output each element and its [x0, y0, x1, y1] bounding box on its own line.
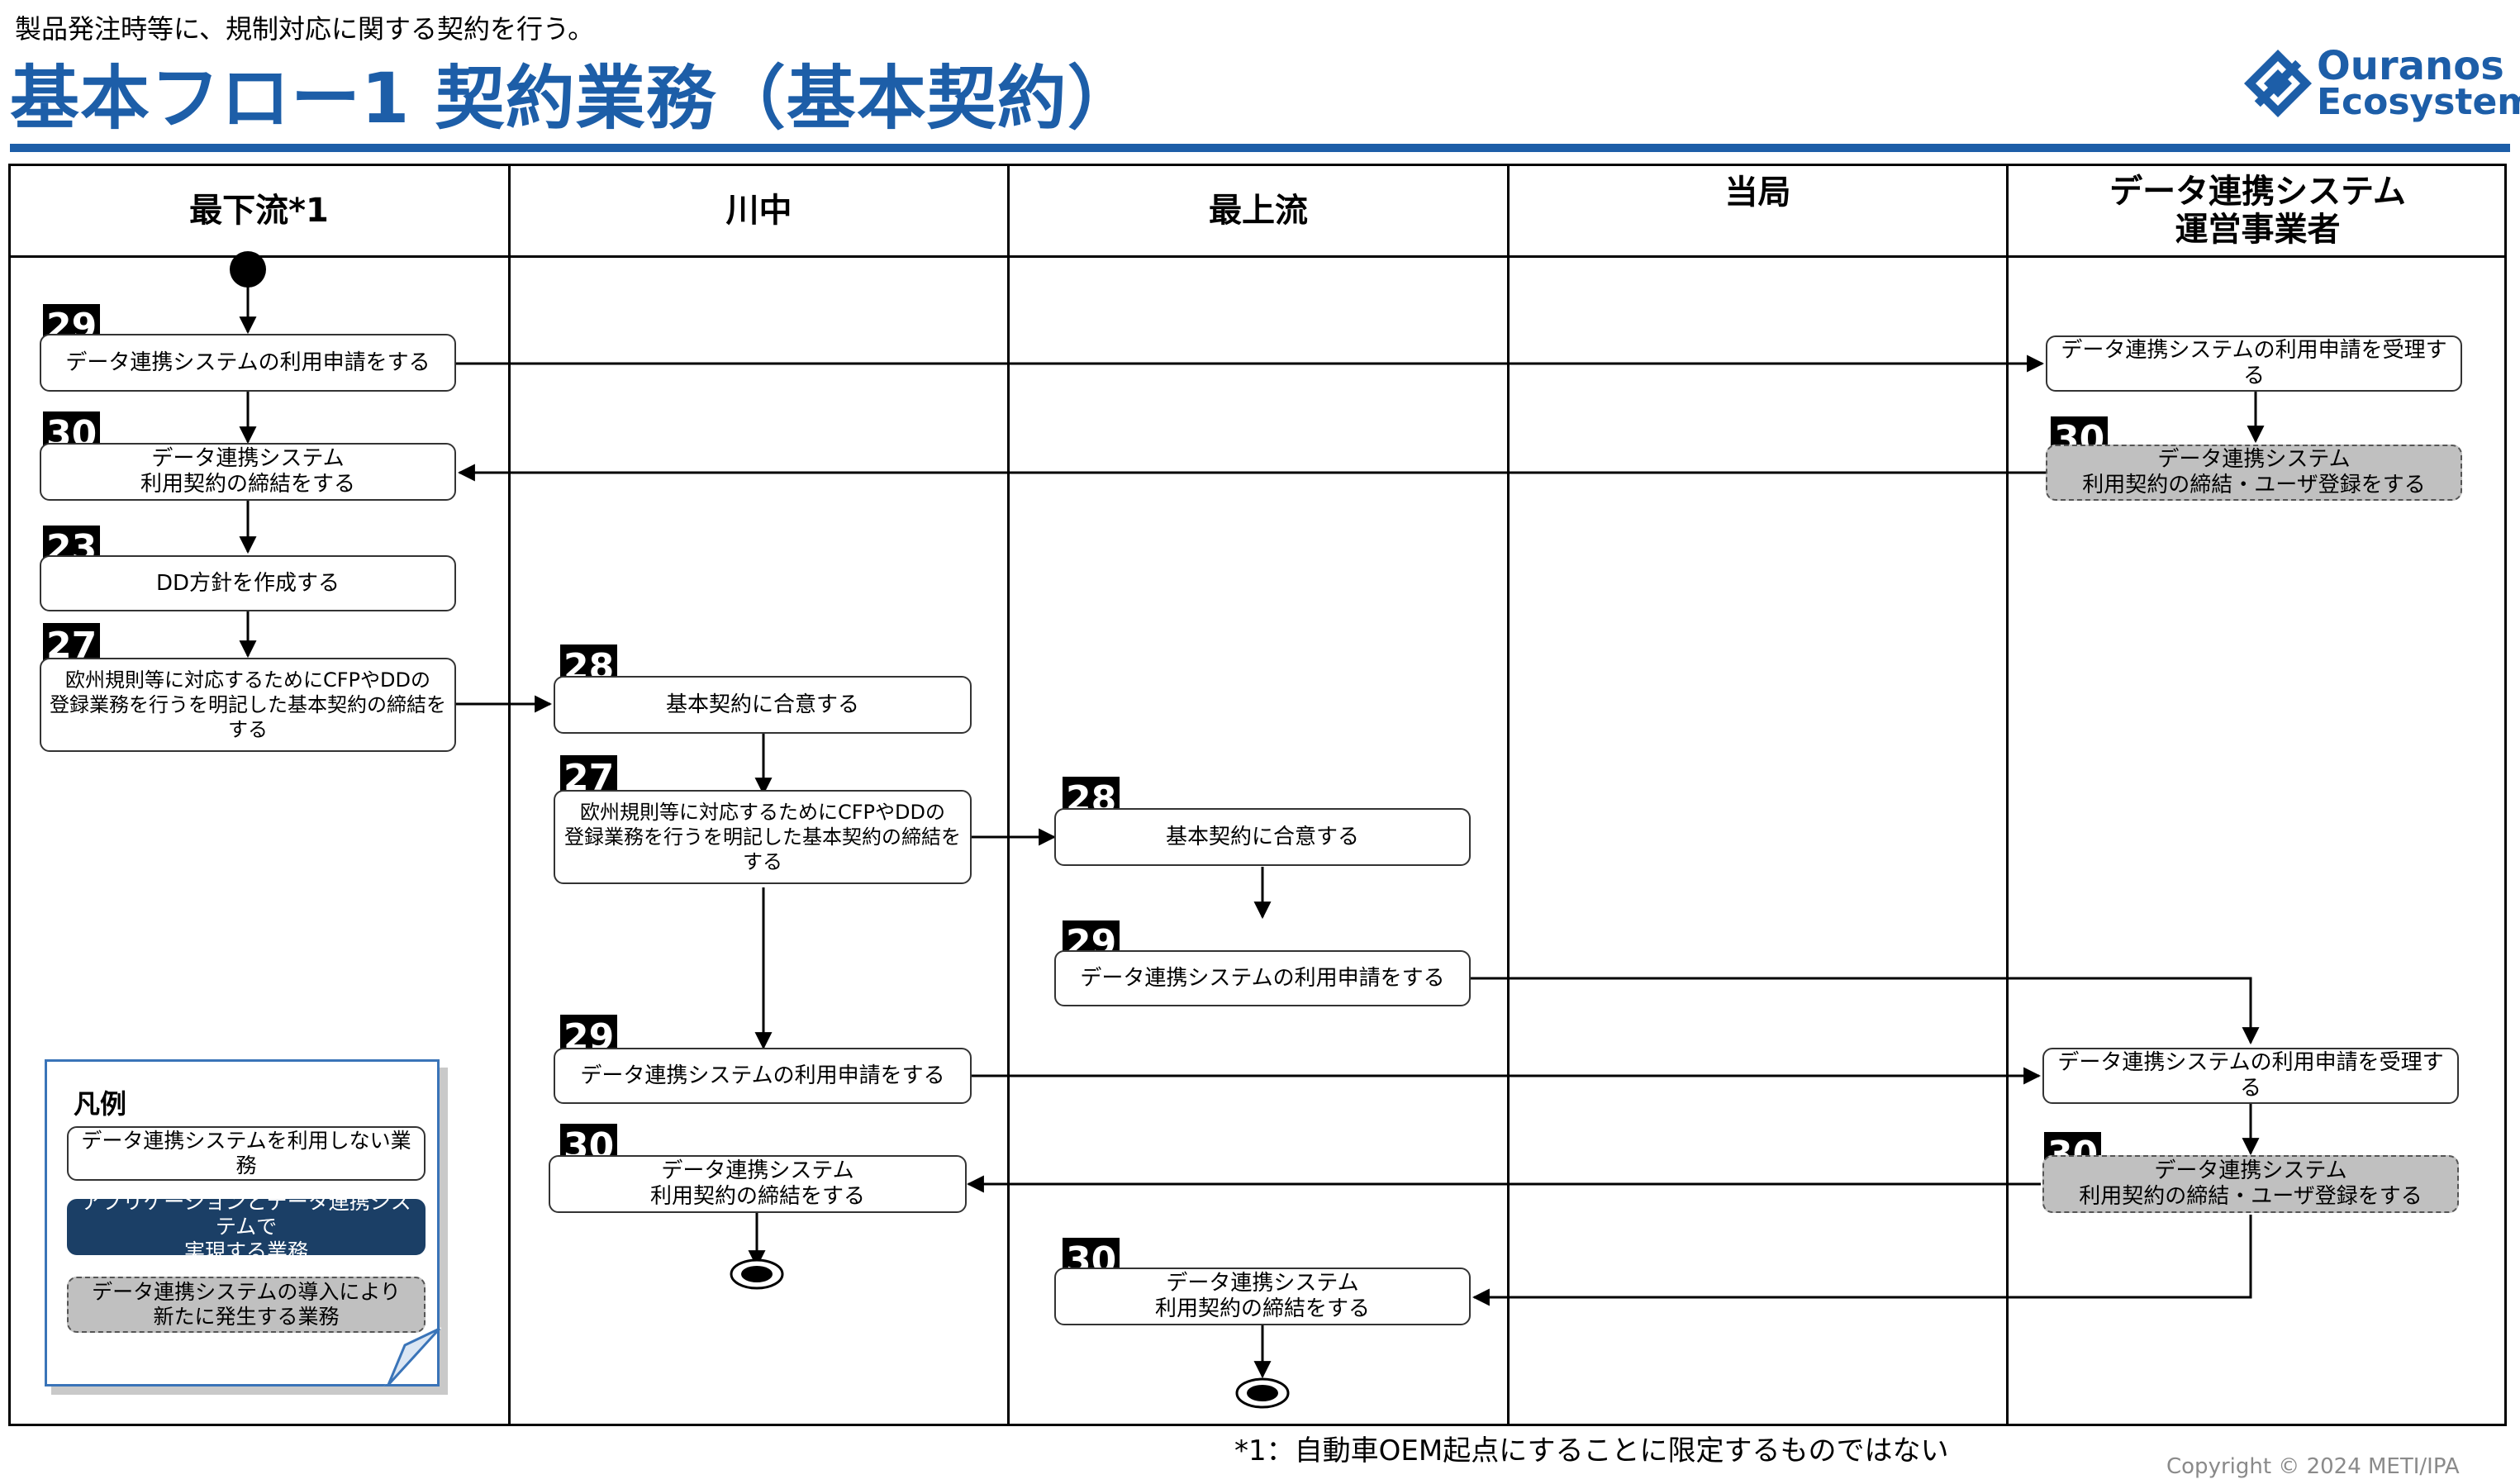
legend-item-new-task: データ連携システムの導入により 新たに発生する業務 [67, 1277, 426, 1333]
task-sign-usage-contract-midstream[interactable]: データ連携システム 利用契約の締結をする [549, 1155, 967, 1213]
end-node-upstream-core [1247, 1385, 1278, 1401]
step-number-badge: 30 [1063, 1238, 1120, 1282]
logo-text-ouranos: Ouranos [2317, 43, 2504, 89]
lane-divider [2006, 164, 2009, 1426]
legend-panel: 凡例 データ連携システムを利用しない業務 アプリケーションとデータ連携システムで… [45, 1059, 440, 1386]
start-node [230, 251, 266, 288]
lane-divider [508, 164, 511, 1426]
task-sign-basic-contract-midstream[interactable]: 欧州規則等に対応するためにCFPやDDの 登録業務を行うを明記した基本契約の締結… [554, 790, 972, 884]
task-sign-usage-contract-upstream[interactable]: データ連携システム 利用契約の締結をする [1054, 1268, 1471, 1325]
task-contract-and-register-user[interactable]: データ連携システム 利用契約の締結・ユーザ登録をする [2046, 445, 2462, 501]
task-contract-and-register-user-2[interactable]: データ連携システム 利用契約の締結・ユーザ登録をする [2042, 1155, 2459, 1213]
task-apply-for-system-use[interactable]: データ連携システムの利用申請をする [40, 334, 456, 392]
task-agree-basic-contract[interactable]: 基本契約に合意する [554, 676, 972, 734]
logo-text-ecosystem: Ecosystem [2317, 81, 2520, 123]
task-apply-for-system-use-midstream[interactable]: データ連携システムの利用申請をする [554, 1048, 972, 1104]
end-node-midstream-core [741, 1266, 773, 1282]
task-accept-application-2[interactable]: データ連携システムの利用申請を受理する [2042, 1048, 2459, 1104]
swimlane-frame [8, 164, 2507, 1426]
lane-divider [1007, 164, 1010, 1426]
task-create-dd-policy[interactable]: DD方針を作成する [40, 555, 456, 611]
legend-page-curl [382, 1327, 441, 1388]
legend-item-app-system-task: アプリケーションとデータ連携システムで 実現する業務 [67, 1190, 426, 1263]
lane-title-downstream: 最下流*1 [189, 192, 329, 230]
lane-divider [1507, 164, 1510, 1426]
copyright: Copyright © 2024 METI/IPA [2166, 1454, 2460, 1479]
footnote: *1：自動車OEM起点にすることに限定するものではない [1234, 1434, 1949, 1467]
task-accept-application[interactable]: データ連携システムの利用申請を受理する [2046, 335, 2462, 392]
ouranos-logo: Ouranos Ecosystem [2241, 43, 2520, 129]
task-sign-usage-contract[interactable]: データ連携システム 利用契約の締結をする [40, 443, 456, 501]
lane-title-authority: 当局 [1724, 174, 1791, 212]
lane-header-divider [8, 255, 2507, 258]
legend-item-non-system-task: データ連携システムを利用しない業務 [67, 1126, 426, 1181]
title-underline [10, 144, 2510, 152]
arrow-register-to-up-contract [1472, 1215, 2252, 1306]
page-title: 基本フロー1 契約業務（基本契約） [10, 58, 1138, 139]
arrow-up-apply-to-operator [1471, 977, 2260, 1045]
lane-title-operator: データ連携システム 運営事業者 [2109, 173, 2406, 249]
lane-title-midstream: 川中 [725, 192, 792, 230]
task-apply-for-system-use-upstream[interactable]: データ連携システムの利用申請をする [1054, 950, 1471, 1006]
lane-title-upstream: 最上流 [1209, 192, 1308, 230]
ouranos-logo-icon [2244, 50, 2312, 117]
task-agree-basic-contract-upstream[interactable]: 基本契約に合意する [1054, 808, 1471, 866]
task-sign-basic-contract[interactable]: 欧州規則等に対応するためにCFPやDDの 登録業務を行うを明記した基本契約の締結… [40, 658, 456, 752]
legend-title: 凡例 [74, 1088, 127, 1120]
page-subtitle: 製品発注時等に、規制対応に関する契約を行う。 [15, 13, 595, 45]
